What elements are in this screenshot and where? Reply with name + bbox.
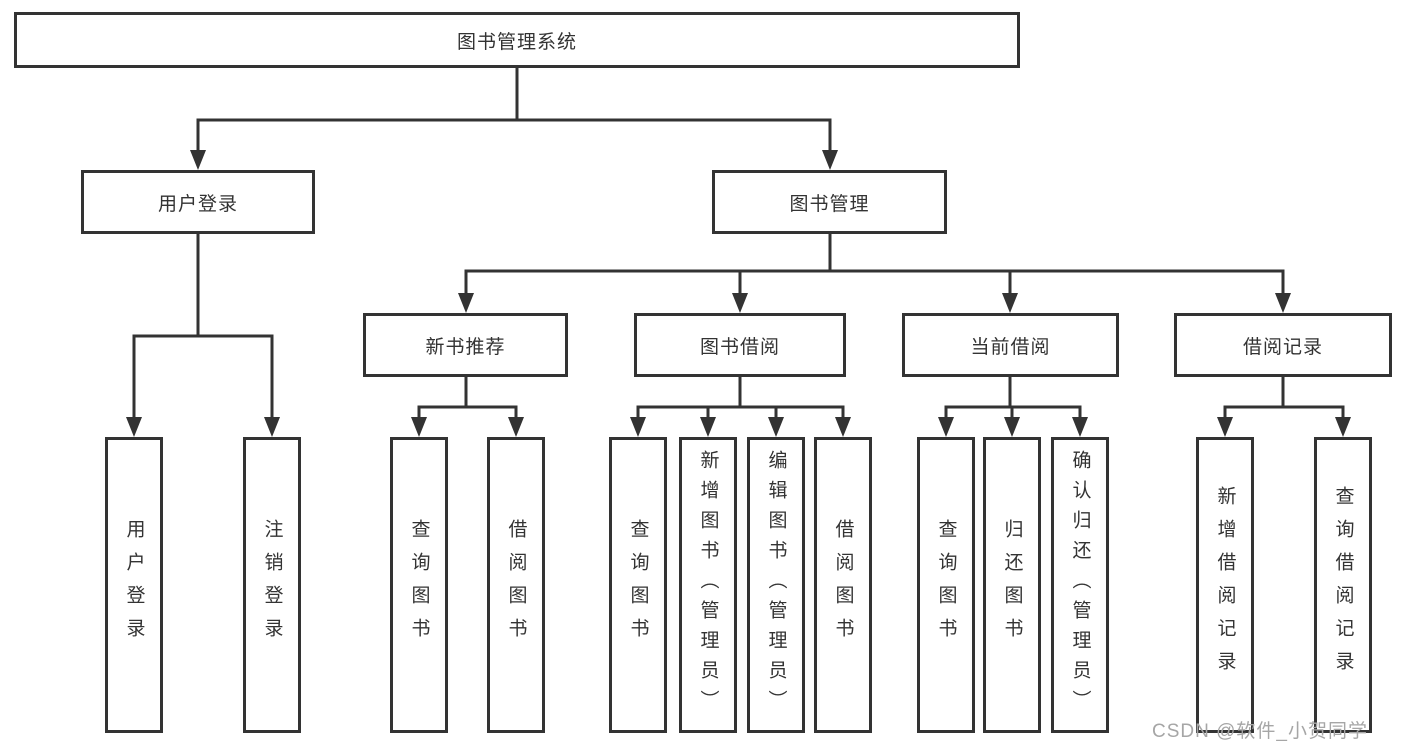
- arrow-down-icon: [1335, 417, 1351, 437]
- node-user-login-label: 用户登录: [157, 193, 238, 215]
- arrow-down-icon: [1004, 417, 1020, 437]
- node-leaf-cb-confirm-return-admin: 确认归还（管理员）: [1051, 437, 1109, 733]
- arrow-down-icon: [1072, 417, 1088, 437]
- node-leaf-br-query-record: 查询借阅记录: [1314, 437, 1372, 733]
- arrow-down-icon: [1275, 293, 1291, 313]
- node-root-label: 图书管理系统: [456, 31, 577, 53]
- node-book-mgmt: 图书管理: [712, 170, 947, 234]
- node-leaf-nbr-borrow-books: 借阅图书: [487, 437, 545, 733]
- node-leaf-bb-edit-books-admin-label: 编辑图书（管理员）: [765, 450, 787, 720]
- arrow-down-icon: [264, 417, 280, 437]
- node-borrow-records-label: 借阅记录: [1242, 336, 1323, 358]
- node-current-borrow: 当前借阅: [902, 313, 1119, 377]
- arrow-down-icon: [630, 417, 646, 437]
- node-leaf-nbr-query-books: 查询图书: [390, 437, 448, 733]
- csdn-watermark: CSDN @软件_小贺同学: [1152, 721, 1368, 742]
- node-leaf-bb-borrow-books-label: 借阅图书: [832, 519, 854, 651]
- node-leaf-cb-confirm-return-admin-label: 确认归还（管理员）: [1069, 450, 1091, 720]
- node-leaf-bb-query-books-label: 查询图书: [627, 519, 649, 651]
- node-leaf-bb-add-books-admin-label: 新增图书（管理员）: [697, 450, 719, 720]
- node-leaf-user-login: 用户登录: [105, 437, 163, 733]
- node-leaf-bb-edit-books-admin: 编辑图书（管理员）: [747, 437, 805, 733]
- node-current-borrow-label: 当前借阅: [970, 336, 1051, 358]
- arrow-down-icon: [1002, 293, 1018, 313]
- arrow-down-icon: [411, 417, 427, 437]
- node-leaf-br-add-record-label: 新增借阅记录: [1214, 486, 1236, 684]
- node-leaf-cb-return-books: 归还图书: [983, 437, 1041, 733]
- node-leaf-bb-borrow-books: 借阅图书: [814, 437, 872, 733]
- node-book-borrow: 图书借阅: [634, 313, 846, 377]
- arrow-down-icon: [822, 150, 838, 170]
- node-leaf-bb-add-books-admin: 新增图书（管理员）: [679, 437, 737, 733]
- node-leaf-bb-query-books: 查询图书: [609, 437, 667, 733]
- node-leaf-cb-query-books: 查询图书: [917, 437, 975, 733]
- node-book-borrow-label: 图书借阅: [699, 336, 780, 358]
- arrow-down-icon: [732, 293, 748, 313]
- node-new-book-rec: 新书推荐: [363, 313, 568, 377]
- arrow-down-icon: [508, 417, 524, 437]
- arrow-down-icon: [835, 417, 851, 437]
- arrow-down-icon: [700, 417, 716, 437]
- arrow-down-icon: [768, 417, 784, 437]
- node-user-login: 用户登录: [81, 170, 315, 234]
- node-book-mgmt-label: 图书管理: [789, 193, 870, 215]
- arrow-down-icon: [938, 417, 954, 437]
- arrow-down-icon: [126, 417, 142, 437]
- node-borrow-records: 借阅记录: [1174, 313, 1392, 377]
- node-leaf-nbr-borrow-books-label: 借阅图书: [505, 519, 527, 651]
- arrow-down-icon: [1217, 417, 1233, 437]
- node-new-book-rec-label: 新书推荐: [425, 336, 506, 358]
- node-leaf-user-login-label: 用户登录: [123, 519, 145, 651]
- node-leaf-logout-label: 注销登录: [261, 519, 283, 651]
- node-leaf-br-query-record-label: 查询借阅记录: [1332, 486, 1354, 684]
- node-leaf-nbr-query-books-label: 查询图书: [408, 519, 430, 651]
- arrow-down-icon: [458, 293, 474, 313]
- node-leaf-br-add-record: 新增借阅记录: [1196, 437, 1254, 733]
- node-leaf-logout: 注销登录: [243, 437, 301, 733]
- arrow-down-icon: [190, 150, 206, 170]
- node-leaf-cb-query-books-label: 查询图书: [935, 519, 957, 651]
- node-root: 图书管理系统: [14, 12, 1020, 68]
- node-leaf-cb-return-books-label: 归还图书: [1001, 519, 1023, 651]
